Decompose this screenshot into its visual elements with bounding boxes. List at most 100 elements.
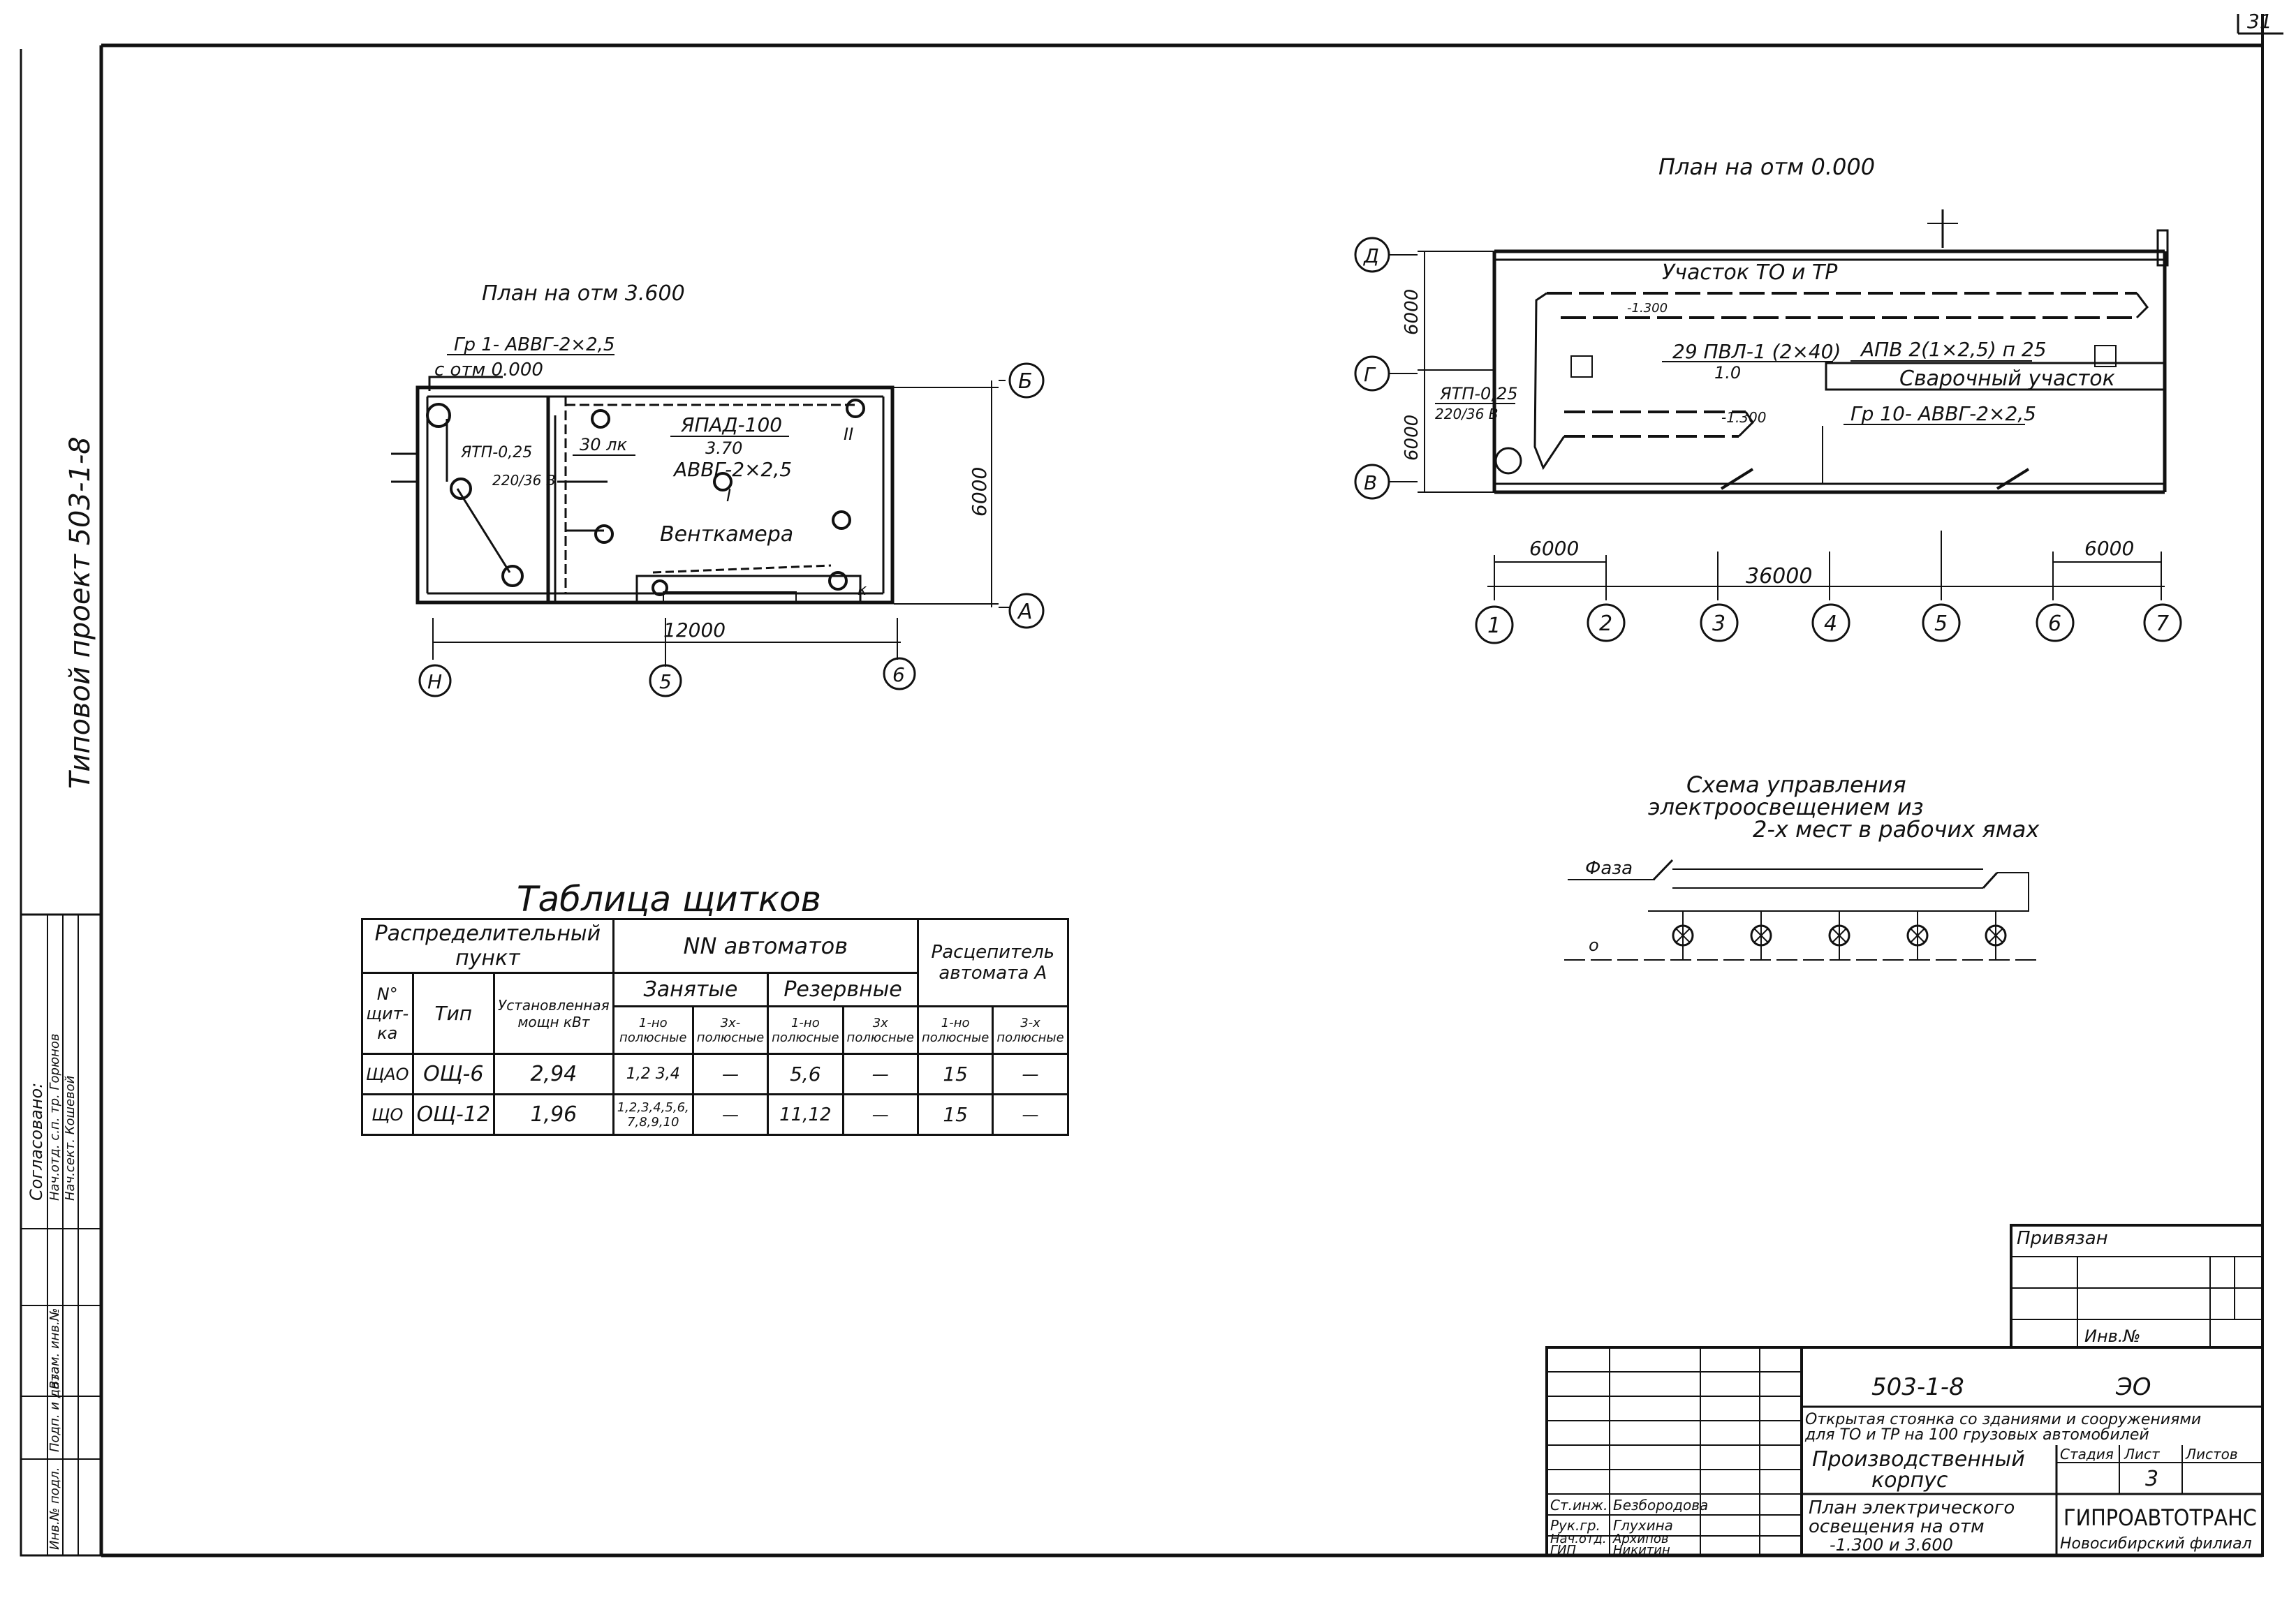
th-busy-1: 1-но полюсные — [612, 1005, 694, 1055]
axis-num-2: 2 — [1599, 612, 1612, 636]
sheet-label: Лист — [2124, 1446, 2161, 1463]
th-rel-3: 3-х полюсные — [992, 1005, 1069, 1055]
schema-lamps — [1672, 911, 2007, 960]
cell-res-1: 11,12 — [767, 1093, 844, 1136]
upper-axis-H: Н — [427, 670, 442, 693]
axis-num-7: 7 — [2156, 612, 2169, 636]
lower-wire-label: 29 ПВЛ-1 (2×40) — [1672, 340, 1841, 363]
cell-power: 2,94 — [493, 1053, 615, 1095]
plan-upper-title: План на отм 3.600 — [482, 281, 685, 306]
approval-row-1: Нач.отд. с.п. тр. Горюнов — [47, 1033, 62, 1201]
plan-upper: План на отм 3.600 Гр 1 — [391, 281, 1045, 697]
axis-num-3: 3 — [1712, 612, 1725, 636]
axis-num-1: 1 — [1487, 614, 1501, 638]
lower-dim-bottom-total: 36000 — [1746, 564, 1812, 589]
lower-wire-ratio: 1.0 — [1714, 363, 1741, 383]
signer-role-4: ГИП — [1550, 1543, 1576, 1558]
lower-mark-pit-top: -1.300 — [1627, 301, 1668, 316]
th-distribution-point: Распределительный пункт — [361, 918, 615, 974]
upper-roman-1: I — [726, 486, 731, 505]
lower-axis-G: Г — [1364, 363, 1376, 386]
drawing-line-2: освещения на отм — [1809, 1516, 1985, 1537]
upper-panel-label: ЯТП-0,25 — [460, 444, 532, 461]
upper-dim-horizontal: 12000 — [663, 619, 726, 642]
signer-name-3: Архипов — [1612, 1532, 1668, 1546]
stage-label: Стадия — [2060, 1446, 2114, 1463]
upper-room-name: Венткамера — [660, 522, 793, 547]
signer-role-1: Ст.инж. — [1550, 1497, 1607, 1514]
cell-no: ЩАО — [361, 1053, 414, 1095]
bound-label: Привязан — [2017, 1228, 2108, 1249]
schema-title-2: электроосвещением из — [1648, 794, 1924, 820]
lower-group-label: Гр 10- АВВГ-2×2,5 — [1850, 402, 2036, 425]
axis-num-5: 5 — [1934, 612, 1948, 636]
panel-table-title: Таблица щитков — [517, 879, 821, 919]
upper-outer-wall — [415, 385, 895, 605]
th-reserve: Резервные — [767, 972, 919, 1007]
signer-name-4: Никитин — [1613, 1543, 1670, 1558]
signer-role-2: Рук.гр. — [1550, 1517, 1600, 1534]
upper-roman-2: II — [844, 424, 853, 444]
upper-lamp-power: 30 лк — [580, 435, 628, 454]
lower-dim-bottom-left: 6000 — [1529, 537, 1579, 560]
drawing-line-3: -1.300 и 3.600 — [1830, 1535, 1953, 1555]
lower-axis-numbers: 1 2 3 4 5 6 7 — [1475, 603, 2182, 644]
drawing-line-1: План электрического — [1809, 1497, 2015, 1518]
control-schema: Схема управления электроосвещением из 2-… — [1564, 771, 2040, 961]
lower-dim-left-top: 6000 — [1401, 289, 1422, 335]
signer-name-1: Безбородова — [1613, 1497, 1708, 1514]
axis-num-4: 4 — [1824, 612, 1837, 636]
th-power: Установленная мощн кВт — [493, 972, 615, 1055]
organization-name: ГИПРОАВТОТРАНС — [2063, 1504, 2257, 1531]
upper-axis-6: 6 — [892, 663, 905, 686]
lower-cable-right: АПВ 2(1×2,5) п 25 — [1860, 338, 2047, 361]
table-row: ЩО ОЩ-12 1,96 1,2,3,4,5,6, 7,8,9,10 — 11… — [361, 1093, 1069, 1136]
lower-welding: Сварочный участок — [1899, 367, 2115, 391]
schema-title-3: 2-х мест в рабочих ямах — [1753, 816, 2040, 843]
th-res-1: 1-но полюсные — [767, 1005, 844, 1055]
lower-axis-D: Д — [1362, 244, 1379, 267]
organization-branch: Новосибирский филиал — [2060, 1535, 2252, 1553]
object-line-2: для ТО и ТР на 100 грузовых автомобилей — [1804, 1426, 2149, 1444]
lower-dim-left-bottom: 6000 — [1401, 415, 1422, 461]
project-code: 503-1-8 — [1871, 1373, 1964, 1401]
lower-panel-voltage: 220/36 В — [1435, 406, 1498, 422]
upper-fixture-type: ЯПАД-100 — [680, 413, 782, 436]
th-res-3: 3х полюсные — [841, 1005, 919, 1055]
sheet-frame — [20, 14, 2283, 1558]
lower-dim-bottom-right: 6000 — [2084, 537, 2134, 560]
side-project-stamp: Типовой проект 503-1-8 — [64, 436, 96, 789]
cell-type: ОЩ-6 — [411, 1053, 496, 1095]
cell-busy-1: 1,2,3,4,5,6, 7,8,9,10 — [612, 1093, 694, 1136]
cell-rel-3: — — [992, 1053, 1069, 1095]
inventory-cell-3: Взам. инв.№ — [47, 1308, 62, 1390]
upper-axis-B: Б — [1018, 369, 1033, 394]
approval-title: Согласовано: — [27, 1083, 46, 1201]
sheet-code: ЭО — [2115, 1373, 2151, 1401]
cell-busy-3: — — [691, 1093, 770, 1136]
sheets-label: Листов — [2185, 1446, 2238, 1463]
cell-res-1: 5,6 — [767, 1053, 844, 1095]
upper-group-label: Гр 1- АВВГ-2×2,5 — [454, 334, 615, 355]
inv-label: Инв.№ — [2084, 1326, 2140, 1346]
upper-from-mark: с отм 0.000 — [434, 360, 543, 380]
th-panel-no: N° щит-ка — [361, 972, 414, 1055]
th-automat-numbers: NN автоматов — [612, 918, 919, 974]
schema-title-1: Схема управления — [1686, 771, 1906, 798]
signer-name-2: Глухина — [1613, 1517, 1673, 1534]
building-line-1: Производственный — [1812, 1447, 2025, 1472]
cell-busy-3: — — [691, 1053, 770, 1095]
lower-panel-label: ЯТП-0,25 — [1439, 384, 1517, 404]
object-line-1: Открытая стоянка со зданиями и сооружени… — [1805, 1411, 2201, 1428]
schema-phase: Фаза — [1585, 858, 1633, 879]
th-type: Тип — [411, 972, 496, 1055]
th-rel-1: 1-но полюсные — [916, 1005, 994, 1055]
panel-table: Распределительный пункт NN автоматов Рас… — [361, 918, 1069, 1136]
lower-zone-top: Участок ТО и ТР — [1662, 260, 1838, 285]
th-busy: Занятые — [612, 972, 770, 1007]
lower-axis-V: В — [1364, 471, 1377, 494]
axis-num-6: 6 — [2048, 612, 2061, 636]
cell-type: ОЩ-12 — [411, 1093, 496, 1136]
cell-rel-1: 15 — [916, 1093, 994, 1136]
building-line-2: корпус — [1871, 1468, 1948, 1493]
